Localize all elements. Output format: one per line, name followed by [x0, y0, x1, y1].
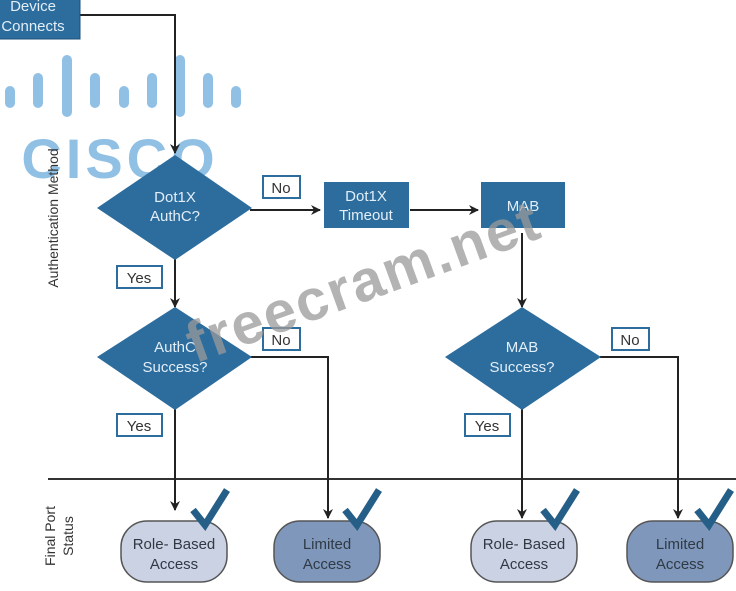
node-result-limited-1: Limited Access: [273, 488, 382, 583]
edge-label-authc-yes: Yes: [116, 413, 163, 437]
swimlane-label-final-port: Final Port: [42, 506, 58, 566]
edge-label-authc-no: No: [262, 327, 301, 351]
swimlane-label-status: Status: [60, 516, 76, 556]
edge-label-mab-no: No: [611, 327, 650, 351]
svg-text:No: No: [271, 332, 290, 349]
edge-label-dot1x-yes: Yes: [116, 265, 163, 289]
edge-start-to-dot1x: [80, 14, 180, 154]
node-result-role-based-2: Role- Based Access: [470, 488, 580, 583]
svg-text:No: No: [620, 332, 639, 349]
svg-text:Success?: Success?: [142, 359, 207, 376]
checkmark-icon: [540, 488, 580, 532]
svg-text:Yes: Yes: [475, 418, 499, 435]
svg-text:AuthC: AuthC: [154, 339, 196, 356]
svg-text:AuthC?: AuthC?: [150, 208, 200, 225]
node-mab: MAB: [481, 182, 565, 228]
svg-text:Timeout: Timeout: [339, 207, 393, 224]
svg-text:Role- Based: Role- Based: [483, 536, 566, 553]
svg-text:Limited: Limited: [656, 536, 704, 553]
node-authc-success: AuthC Success?: [97, 307, 252, 410]
svg-text:MAB: MAB: [507, 198, 540, 215]
node-mab-success: MAB Success?: [445, 307, 601, 410]
svg-text:MAB: MAB: [506, 339, 539, 356]
svg-text:Access: Access: [656, 556, 704, 573]
svg-text:Access: Access: [150, 556, 198, 573]
edge-label-mab-yes: Yes: [464, 413, 511, 437]
svg-text:Dot1X: Dot1X: [154, 189, 196, 206]
node-dot1x-authc: Dot1X AuthC?: [97, 155, 252, 260]
node-result-role-based-1: Role- Based Access: [120, 488, 230, 583]
svg-text:Yes: Yes: [127, 270, 151, 287]
svg-text:Access: Access: [500, 556, 548, 573]
svg-text:Limited: Limited: [303, 536, 351, 553]
edge-mab-no: [600, 356, 683, 519]
checkmark-icon: [190, 488, 230, 532]
edge-authc-no: [250, 356, 333, 519]
swimlane-label-authentication-method: Authentication Method: [45, 148, 61, 287]
checkmark-icon: [342, 488, 382, 532]
svg-text:Role- Based: Role- Based: [133, 536, 216, 553]
connectors: [80, 14, 683, 519]
node-device-connects: Device Connects: [0, 0, 81, 40]
svg-text:Yes: Yes: [127, 418, 151, 435]
svg-text:Success?: Success?: [489, 359, 554, 376]
svg-text:Device: Device: [10, 0, 56, 15]
svg-text:No: No: [271, 180, 290, 197]
checkmark-icon: [694, 488, 734, 532]
svg-text:Access: Access: [303, 556, 351, 573]
cisco-logo: CISCO: [5, 55, 241, 190]
edge-label-dot1x-no: No: [262, 175, 301, 199]
svg-text:Connects: Connects: [1, 18, 64, 35]
node-dot1x-timeout: Dot1X Timeout: [324, 182, 409, 228]
svg-text:Dot1X: Dot1X: [345, 188, 387, 205]
node-result-limited-2: Limited Access: [626, 488, 734, 583]
